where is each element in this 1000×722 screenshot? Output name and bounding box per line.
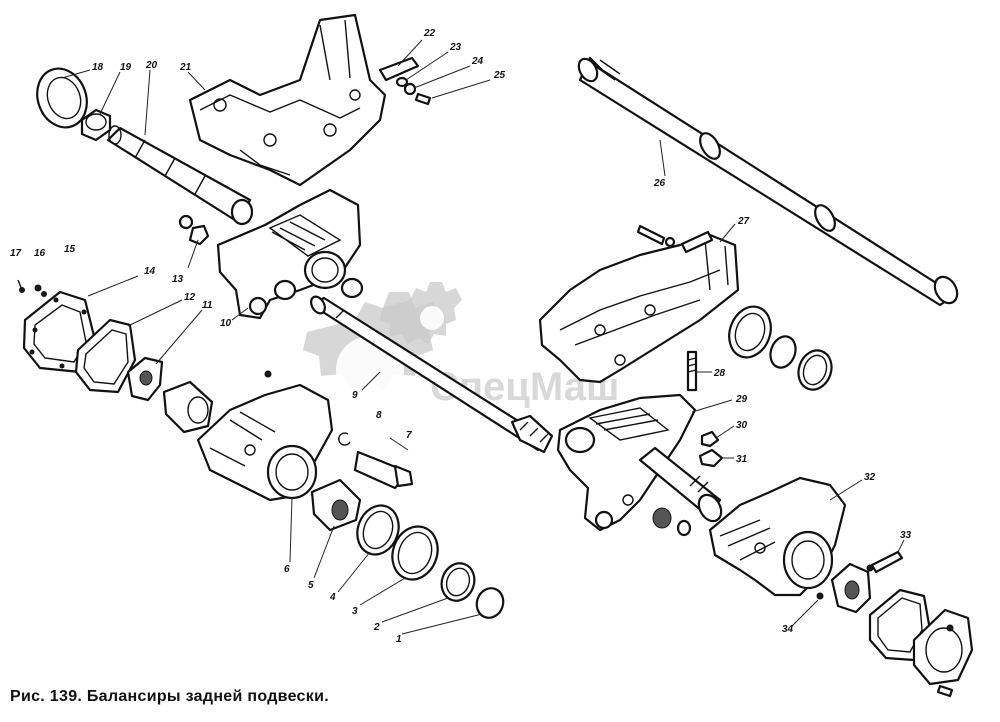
part-33-bolt — [866, 550, 904, 574]
callout-21: 21 — [179, 62, 192, 73]
part-34-plug — [816, 592, 824, 600]
part-21-bracket — [188, 13, 387, 187]
callout-19: 19 — [120, 62, 132, 73]
callout-12: 12 — [184, 292, 196, 303]
callouts: 18 19 20 21 22 23 24 25 26 27 17 16 15 1… — [10, 28, 912, 645]
part-28-stud — [686, 350, 698, 392]
callout-16: 16 — [34, 248, 46, 259]
callout-29: 29 — [735, 394, 748, 405]
part-10-balancer — [216, 188, 364, 320]
callout-7: 7 — [406, 430, 412, 441]
part-16-washer — [34, 284, 42, 292]
part-seal-right — [728, 305, 772, 359]
callout-6: 6 — [284, 564, 290, 575]
leader-lines — [61, 39, 905, 635]
callout-14: 14 — [144, 266, 156, 277]
callout-8: 8 — [376, 410, 382, 421]
callout-20: 20 — [145, 60, 158, 71]
part-25-bolt — [414, 92, 432, 106]
part-13-nut — [178, 214, 210, 246]
part-29-balancer — [556, 393, 697, 532]
part-12-gasket — [74, 318, 137, 394]
part-6-housing — [196, 383, 334, 502]
part-ring-right-c — [830, 562, 872, 614]
callout-9: 9 — [352, 390, 358, 401]
callout-24: 24 — [471, 56, 484, 67]
part-11-ring — [126, 356, 164, 402]
callout-30: 30 — [736, 420, 748, 431]
part-23-washer — [395, 76, 409, 88]
part-7-bolt — [353, 450, 414, 490]
part-2-ring — [440, 562, 476, 602]
callout-13: 13 — [172, 274, 184, 285]
callout-28: 28 — [713, 368, 726, 379]
part-4-ring — [356, 504, 400, 556]
part-20-shaft — [106, 125, 254, 226]
callout-17: 17 — [10, 248, 22, 259]
part-32-housing — [708, 476, 847, 597]
part-small-plug — [264, 370, 272, 378]
part-27-bracket — [538, 233, 740, 384]
callout-34: 34 — [782, 624, 794, 635]
callout-27: 27 — [737, 216, 750, 227]
part-31-nut — [698, 448, 724, 468]
part-15-screw — [41, 291, 47, 297]
callout-25: 25 — [493, 70, 506, 81]
callout-33: 33 — [900, 530, 912, 541]
callout-10: 10 — [220, 318, 232, 329]
part-1-ring — [475, 587, 505, 619]
callout-26: 26 — [653, 178, 666, 189]
callout-11: 11 — [202, 300, 213, 311]
callout-22: 22 — [423, 28, 436, 39]
part-9-shaft — [310, 295, 554, 454]
part-17-screw — [17, 279, 25, 293]
part-18-seal — [36, 67, 88, 129]
callout-4: 4 — [329, 592, 336, 603]
part-29-shaft — [638, 446, 723, 523]
part-ring-right-b — [797, 349, 833, 391]
part-30-nut — [700, 430, 720, 448]
callout-2: 2 — [373, 622, 380, 633]
part-ring-right-a — [769, 335, 797, 369]
callout-31: 31 — [736, 454, 748, 465]
part-bushing-small-right — [652, 507, 672, 529]
part-cylinder-bushing — [162, 380, 214, 434]
part-8-ring — [338, 432, 351, 446]
part-3-ring — [391, 525, 439, 581]
figure-caption: Рис. 139. Балансиры задней подвески. — [10, 688, 329, 705]
callout-3: 3 — [352, 606, 358, 617]
part-27-bolt — [636, 224, 714, 254]
part-19-bushing — [80, 108, 112, 142]
part-ring-small-right — [676, 519, 692, 537]
callout-18: 18 — [92, 62, 104, 73]
callout-1: 1 — [396, 634, 402, 645]
callout-23: 23 — [449, 42, 462, 53]
part-26-axle — [577, 56, 959, 307]
part-24-nut — [403, 82, 417, 96]
part-cover-right — [912, 608, 974, 698]
callout-32: 32 — [864, 472, 876, 483]
part-5-bushing — [310, 478, 362, 532]
part-22-plate — [378, 56, 420, 82]
callout-15: 15 — [64, 244, 76, 255]
callout-5: 5 — [308, 580, 314, 591]
